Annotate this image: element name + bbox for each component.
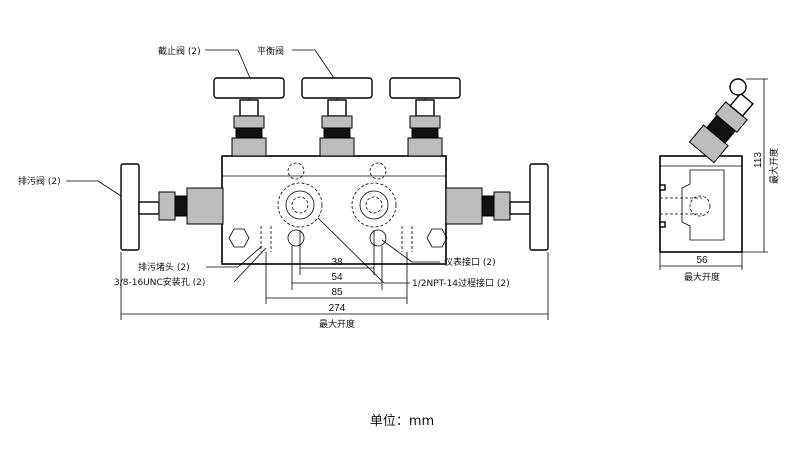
dim-56: 56 bbox=[696, 255, 708, 266]
front-view: 38 54 85 274 最大开度 截止阀 (2) 平衡阀 排污阀 (2) 排污… bbox=[18, 45, 549, 330]
dim-85: 85 bbox=[331, 287, 343, 298]
mount-hole-right bbox=[401, 226, 413, 252]
valve-bonnet-center bbox=[319, 99, 355, 157]
dim-274: 274 bbox=[329, 303, 346, 314]
hidden-hole bbox=[369, 162, 387, 180]
instrument-port-right bbox=[369, 229, 387, 247]
label-stop-valve: 截止阀 (2) bbox=[158, 45, 201, 57]
valve-bonnet-right bbox=[407, 99, 443, 157]
unit-label: 单位：mm bbox=[370, 414, 434, 429]
drain-valve-left bbox=[120, 163, 224, 251]
drain-valve-right bbox=[445, 163, 549, 251]
label-drain-plug: 排污堵头 (2) bbox=[138, 261, 190, 273]
instrument-port-left bbox=[287, 229, 305, 247]
hidden-hole bbox=[287, 162, 305, 180]
label-balance-valve: 平衡阀 bbox=[257, 45, 284, 57]
process-port-left bbox=[277, 182, 323, 228]
side-view: 56 最大开度 113 最大开度 bbox=[659, 78, 780, 283]
dim-113: 113 bbox=[753, 152, 764, 168]
label-mount-hole: 3/8-16UNC安装孔 (2) bbox=[114, 276, 205, 288]
side-valve bbox=[688, 92, 754, 164]
label-instrument-port: 仪表接口 (2) bbox=[444, 256, 496, 268]
dim-38: 38 bbox=[331, 257, 343, 268]
max-open-label-right: 最大开度 bbox=[768, 148, 780, 184]
drain-plug-left bbox=[228, 228, 250, 248]
process-port-right bbox=[351, 182, 397, 228]
side-port-outline bbox=[681, 169, 725, 241]
max-open-label-side: 最大开度 bbox=[684, 271, 720, 283]
label-drain-valve: 排污阀 (2) bbox=[18, 175, 61, 187]
valve-bonnet-left bbox=[231, 99, 267, 157]
side-handwheel bbox=[729, 78, 747, 96]
max-open-label-front: 最大开度 bbox=[319, 318, 355, 330]
handwheel-stop-left bbox=[213, 77, 285, 104]
mount-hole-left bbox=[260, 226, 272, 252]
drain-plug-right bbox=[426, 228, 448, 248]
dim-54: 54 bbox=[331, 272, 343, 283]
side-body bbox=[659, 155, 743, 253]
label-process-port: 1/2NPT-14过程接口 (2) bbox=[412, 277, 510, 289]
